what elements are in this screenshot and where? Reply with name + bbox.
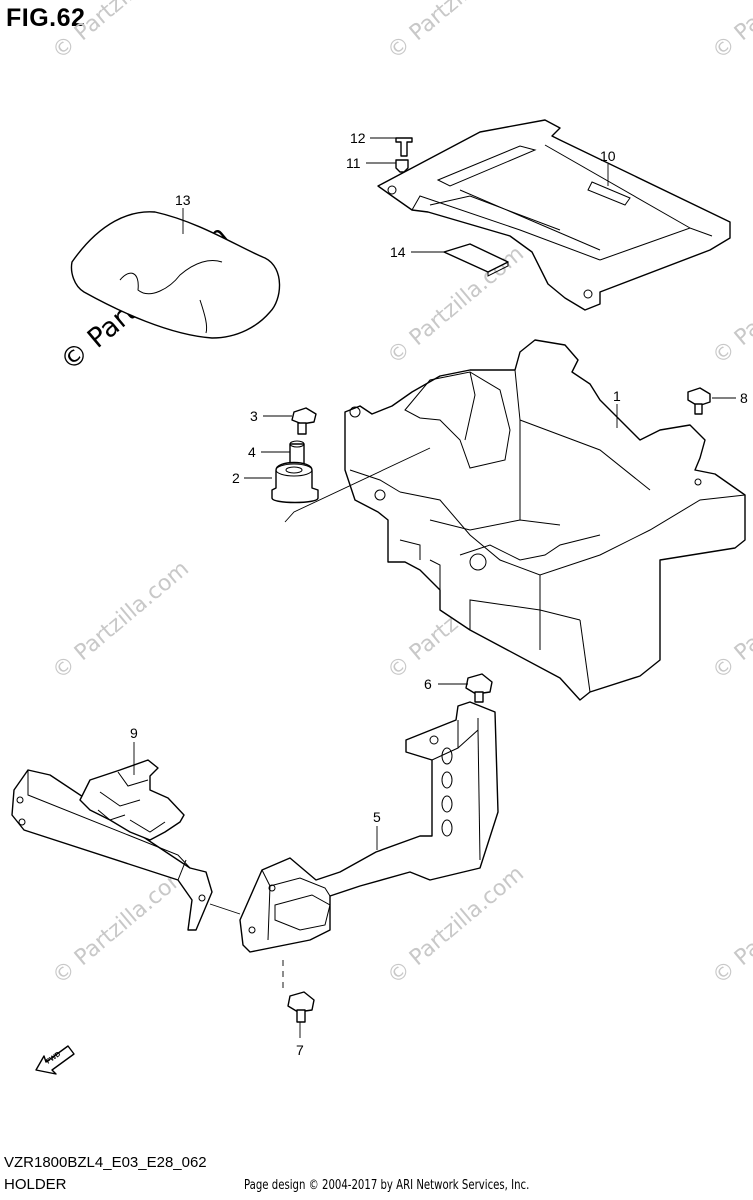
part-8-bolt[interactable] (687, 387, 711, 415)
part-14-cushion[interactable] (443, 243, 509, 277)
watermark: © Partzilla.com (708, 241, 753, 369)
callout-10[interactable]: 10 (600, 148, 616, 164)
part-11-grommet[interactable] (395, 159, 409, 173)
part-12-screw[interactable] (395, 137, 413, 157)
watermark: © Partzilla.com (708, 0, 753, 65)
diagram-code: VZR1800BZL4_E03_E28_062 (4, 1154, 207, 1171)
part-2-rubber-damper[interactable] (271, 461, 319, 504)
watermark: © Partzilla.com (48, 556, 194, 684)
callout-labels: 12 11 10 13 14 1 3 4 2 8 6 9 5 7 (130, 130, 748, 1058)
callout-9[interactable]: 9 (130, 725, 138, 741)
section-name: HOLDER (4, 1176, 67, 1193)
part-1-holder-tray[interactable] (344, 339, 746, 701)
part-3-bolt[interactable] (291, 407, 317, 435)
callout-2[interactable]: 2 (232, 470, 240, 486)
watermark: © Partzilla.com (383, 0, 529, 65)
callout-8[interactable]: 8 (740, 390, 748, 406)
part-7-bolt[interactable] (287, 991, 315, 1023)
callout-5[interactable]: 5 (373, 809, 381, 825)
callout-7[interactable]: 7 (296, 1042, 304, 1058)
callout-leaders (133, 137, 736, 1038)
callout-6[interactable]: 6 (424, 676, 432, 692)
callout-3[interactable]: 3 (250, 408, 258, 424)
assembly-line (209, 903, 241, 915)
callout-13[interactable]: 13 (175, 192, 191, 208)
watermark: © Partzilla.com (383, 241, 529, 369)
watermark: © Partzilla.com (708, 861, 753, 989)
callout-12[interactable]: 12 (350, 130, 366, 146)
part-9-bracket[interactable] (11, 759, 213, 931)
fwd-arrow-icon: FWD (35, 1045, 75, 1075)
callout-11[interactable]: 11 (346, 155, 361, 171)
watermark: © Partzilla.com (48, 0, 194, 65)
watermark: © Partzilla.com (383, 861, 529, 989)
callout-14[interactable]: 14 (390, 244, 406, 260)
figure-title: FIG.62 (6, 4, 86, 32)
assembly-line (284, 447, 431, 523)
part-5-bracket[interactable] (239, 701, 499, 953)
copyright-credit: Page design © 2004-2017 by ARI Network S… (244, 1178, 530, 1193)
callout-4[interactable]: 4 (248, 444, 256, 460)
part-6-bolt[interactable] (465, 673, 493, 703)
watermark: © Partzilla.com (48, 861, 194, 989)
part-10-cover-plate[interactable] (377, 119, 731, 311)
callout-1[interactable]: 1 (613, 388, 621, 404)
part-13-pad[interactable] (70, 211, 281, 339)
watermark: © Partzilla.com (708, 556, 753, 684)
